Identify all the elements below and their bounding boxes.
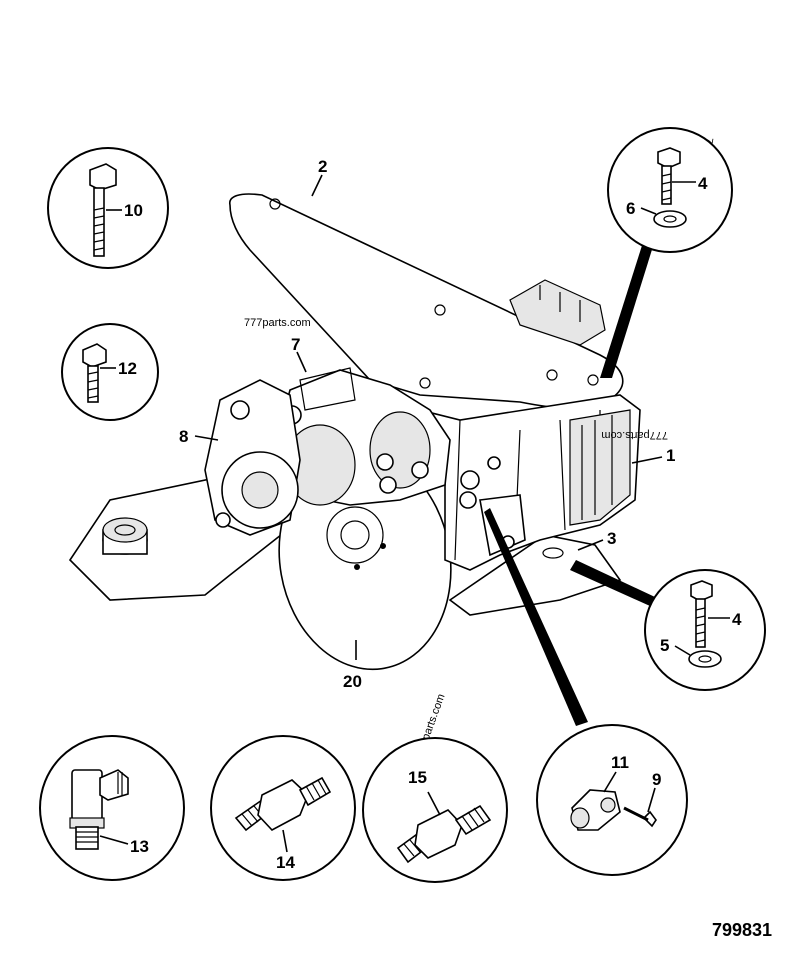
callout-11: 11 — [611, 753, 629, 772]
callout-2: 2 — [318, 157, 327, 176]
callout-4b: 4 — [732, 610, 742, 629]
drawing-reference-number: 799831 — [712, 920, 772, 940]
housing-end-cover — [569, 409, 631, 526]
callout-8: 8 — [179, 427, 188, 446]
detail-fitting-15: 15 — [362, 737, 508, 883]
callout-3: 3 — [607, 529, 616, 548]
detail-bolt-4-washer-5: 4 5 — [644, 569, 766, 691]
callout-15: 15 — [408, 768, 427, 787]
watermark: 777parts.com — [601, 429, 668, 441]
detail-bolt-10: 10 — [47, 147, 169, 269]
leader-wedge — [484, 508, 588, 726]
leader-wedge — [600, 236, 655, 378]
detail-bolt-4-washer-6: 4 6 — [607, 127, 733, 253]
callout-6: 6 — [626, 199, 635, 218]
callout-12: 12 — [118, 359, 137, 378]
plate-hole — [546, 369, 558, 381]
callout-5: 5 — [660, 636, 669, 655]
callout-10: 10 — [124, 201, 143, 220]
callout-7: 7 — [291, 335, 300, 354]
callout-20: 20 — [343, 672, 362, 691]
detail-fitting-14: 14 — [210, 735, 356, 881]
watermark: 777parts.com — [244, 317, 311, 329]
plate-hole — [419, 377, 431, 389]
plate-hole — [434, 304, 446, 316]
callout-9: 9 — [652, 770, 661, 789]
callout-4a: 4 — [698, 174, 708, 193]
callout-13: 13 — [130, 837, 149, 856]
callout-1: 1 — [666, 446, 675, 465]
disc-hub — [326, 506, 384, 564]
main-assembly — [68, 193, 641, 671]
detail-fitting-13: 13 — [39, 735, 185, 881]
caliper-bridge — [299, 367, 356, 411]
electrical-connector — [509, 279, 606, 346]
callout-14: 14 — [276, 853, 295, 872]
detail-bolt-12: 12 — [61, 323, 159, 421]
leader-wedge — [570, 560, 655, 606]
detail-bracket-11-bolt-9: 11 9 — [536, 724, 688, 876]
plate-hole — [269, 198, 281, 210]
plate-hole — [587, 374, 599, 386]
mount-bushing-top — [102, 517, 148, 543]
